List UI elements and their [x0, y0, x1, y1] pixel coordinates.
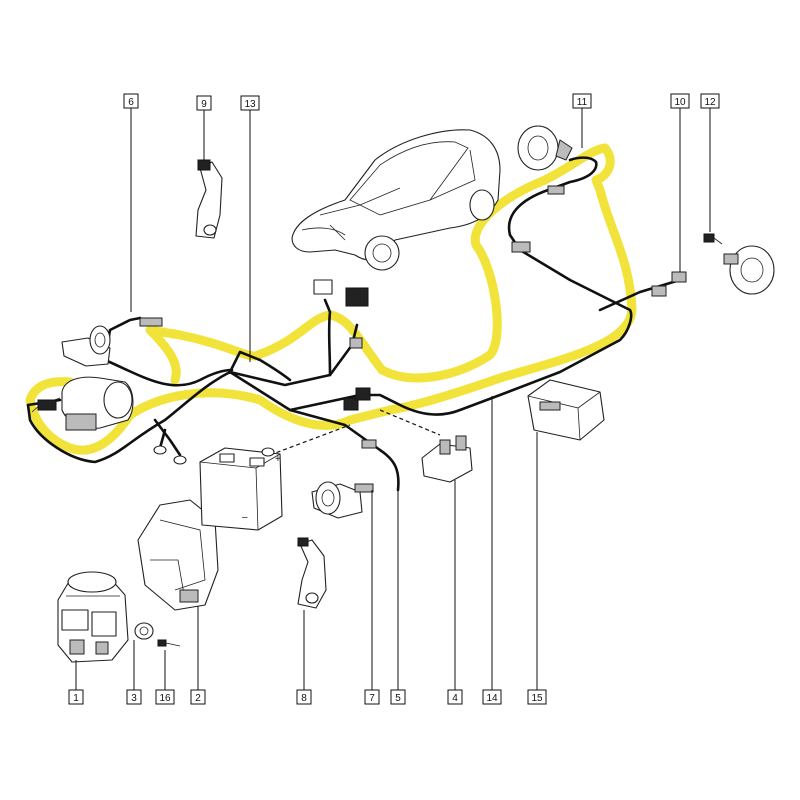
callout-1: 1: [68, 689, 84, 705]
callout-3: 3: [126, 689, 142, 705]
wheel-hub-front-left-icon: [61, 317, 163, 367]
screw-icon: [157, 639, 181, 647]
battery-icon: + –: [199, 447, 283, 531]
svg-text:8: 8: [301, 693, 307, 704]
svg-text:6: 6: [128, 97, 134, 108]
callout-11: 11: [572, 93, 592, 109]
svg-text:4: 4: [452, 693, 458, 704]
connector-icon: [313, 185, 565, 411]
svg-text:7: 7: [369, 693, 375, 704]
screw-rear-icon: [703, 233, 723, 245]
callout-13: 13: [240, 95, 260, 111]
svg-text:2: 2: [195, 693, 201, 704]
svg-text:1: 1: [73, 693, 79, 704]
svg-text:15: 15: [531, 693, 543, 704]
callout-2: 2: [190, 689, 206, 705]
svg-text:16: 16: [159, 693, 171, 704]
callout-12: 12: [700, 93, 720, 109]
callout-10: 10: [670, 93, 690, 109]
speed-sensor-icon: [651, 271, 687, 297]
svg-text:14: 14: [486, 693, 498, 704]
wheel-hub-front-right-icon: [311, 439, 377, 519]
wheel-hub-rear-right-icon: [517, 125, 573, 171]
abs-hydraulic-unit-icon: [57, 571, 129, 663]
callout-14: 14: [482, 689, 502, 705]
abs-bracket-cover-icon: [137, 499, 219, 611]
wiring-harness: [26, 156, 682, 492]
svg-text:13: 13: [244, 99, 256, 110]
battery-minus-sign: –: [242, 512, 248, 523]
battery-plus-sign: +: [275, 454, 281, 465]
callout-6: 6: [123, 93, 139, 109]
sensor-bracket-icon: [195, 159, 223, 239]
callout-8: 8: [296, 689, 312, 705]
sensor-module-icon: [527, 379, 605, 441]
harness-highlight: [25, 143, 637, 455]
ground-terminal-icon: [153, 445, 275, 465]
svg-text:9: 9: [201, 99, 207, 110]
wheel-hub-rear-left-icon: [723, 245, 775, 295]
svg-text:5: 5: [395, 693, 401, 704]
nut-icon: [134, 622, 154, 640]
svg-text:12: 12: [704, 97, 716, 108]
car-icon: [291, 129, 501, 271]
svg-text:3: 3: [131, 693, 137, 704]
callout-5: 5: [390, 689, 406, 705]
sensor-bracket-front-icon: [297, 537, 327, 609]
abs-pump-motor-icon: [31, 376, 134, 431]
callout-4: 4: [447, 689, 463, 705]
svg-text:10: 10: [674, 97, 686, 108]
relay-icon: [421, 435, 473, 483]
callout-7: 7: [364, 689, 380, 705]
leader-lines: [75, 108, 711, 690]
callout-15: 15: [527, 689, 547, 705]
svg-text:11: 11: [577, 97, 588, 108]
callout-16: 16: [155, 689, 175, 705]
callout-9: 9: [196, 95, 212, 111]
